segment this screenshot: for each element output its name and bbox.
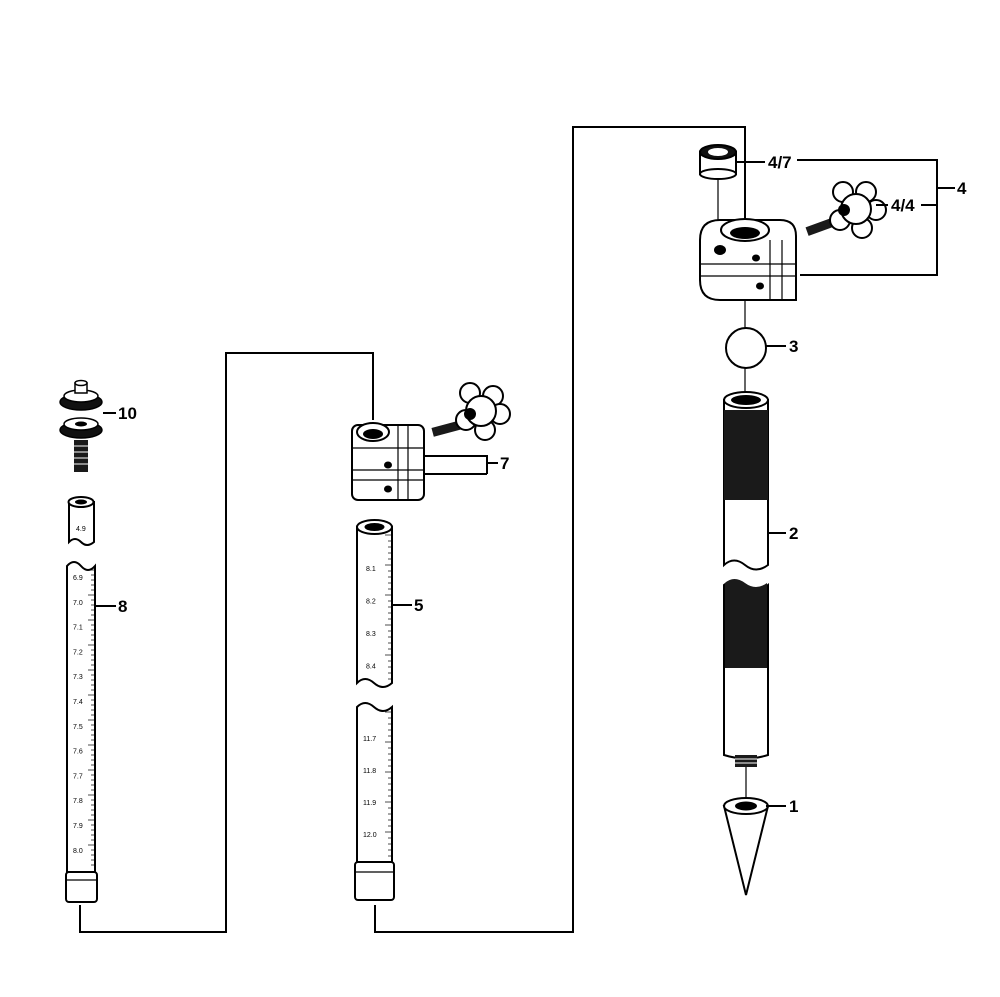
bushing-part (699, 144, 737, 228)
connector-line (374, 126, 746, 933)
scale-ticks (88, 569, 94, 866)
scale-label: 11.8 (363, 768, 376, 775)
star-knob-part (431, 382, 511, 441)
callout-4-7: 4/7 (768, 153, 792, 172)
bolt-with-nuts-part (59, 379, 103, 472)
scale-labels-rod-5-upper: 8.1 8.2 8.3 8.4 (366, 566, 376, 671)
callout-4: 4 (957, 179, 967, 198)
scale-label: 7.0 (73, 600, 83, 607)
scale-label: 7.2 (73, 649, 83, 656)
callout-5: 5 (414, 596, 423, 615)
scale-label: 8.2 (366, 599, 376, 606)
spike-tip-part (722, 767, 770, 896)
clamp-part (351, 422, 425, 501)
callout-7: 7 (500, 454, 509, 473)
scale-label: 11.7 (363, 736, 376, 743)
scale-label: 8.3 (366, 631, 376, 638)
scale-label: 8.4 (366, 664, 376, 671)
scale-label: 6.9 (73, 575, 83, 582)
scale-ticks (385, 534, 391, 680)
scale-label: 12.0 (363, 832, 377, 839)
scale-label: 7.1 (73, 625, 83, 632)
scale-label: 7.5 (73, 724, 83, 731)
scale-label: 7.9 (73, 823, 83, 830)
scale-label: 4.9 (76, 526, 86, 533)
callout-4-4: 4/4 (891, 196, 915, 215)
scale-label: 8.0 (73, 848, 83, 855)
scale-label: 7.4 (73, 699, 83, 706)
scale-label: 11.9 (363, 800, 376, 807)
callout-2: 2 (789, 524, 798, 543)
ball-part (725, 327, 767, 369)
scale-labels-rod-5-lower: 11.7 11.8 11.9 12.0 (363, 736, 377, 839)
callout-3: 3 (789, 337, 798, 356)
callout-8: 8 (118, 597, 127, 616)
threaded-tube-part (723, 391, 769, 767)
rod-5-part (354, 519, 395, 901)
scale-labels-rod-8: 6.9 7.0 7.1 7.2 7.3 7.4 7.5 7.6 7.7 7.8 7.9 8.0 (73, 575, 83, 855)
callout-10: 10 (118, 404, 137, 423)
scale-label: 7.7 (73, 773, 83, 780)
scale-label: 7.8 (73, 798, 83, 805)
connector-line (79, 352, 374, 933)
clamp-head-part (699, 218, 797, 301)
star-knob-part (805, 181, 887, 239)
scale-label: 7.6 (73, 749, 83, 756)
scale-ticks (385, 711, 391, 857)
scale-label: 7.3 (73, 674, 83, 681)
rod-8-part (65, 496, 98, 903)
callout-1: 1 (789, 797, 798, 816)
scale-label: 8.1 (366, 566, 376, 573)
